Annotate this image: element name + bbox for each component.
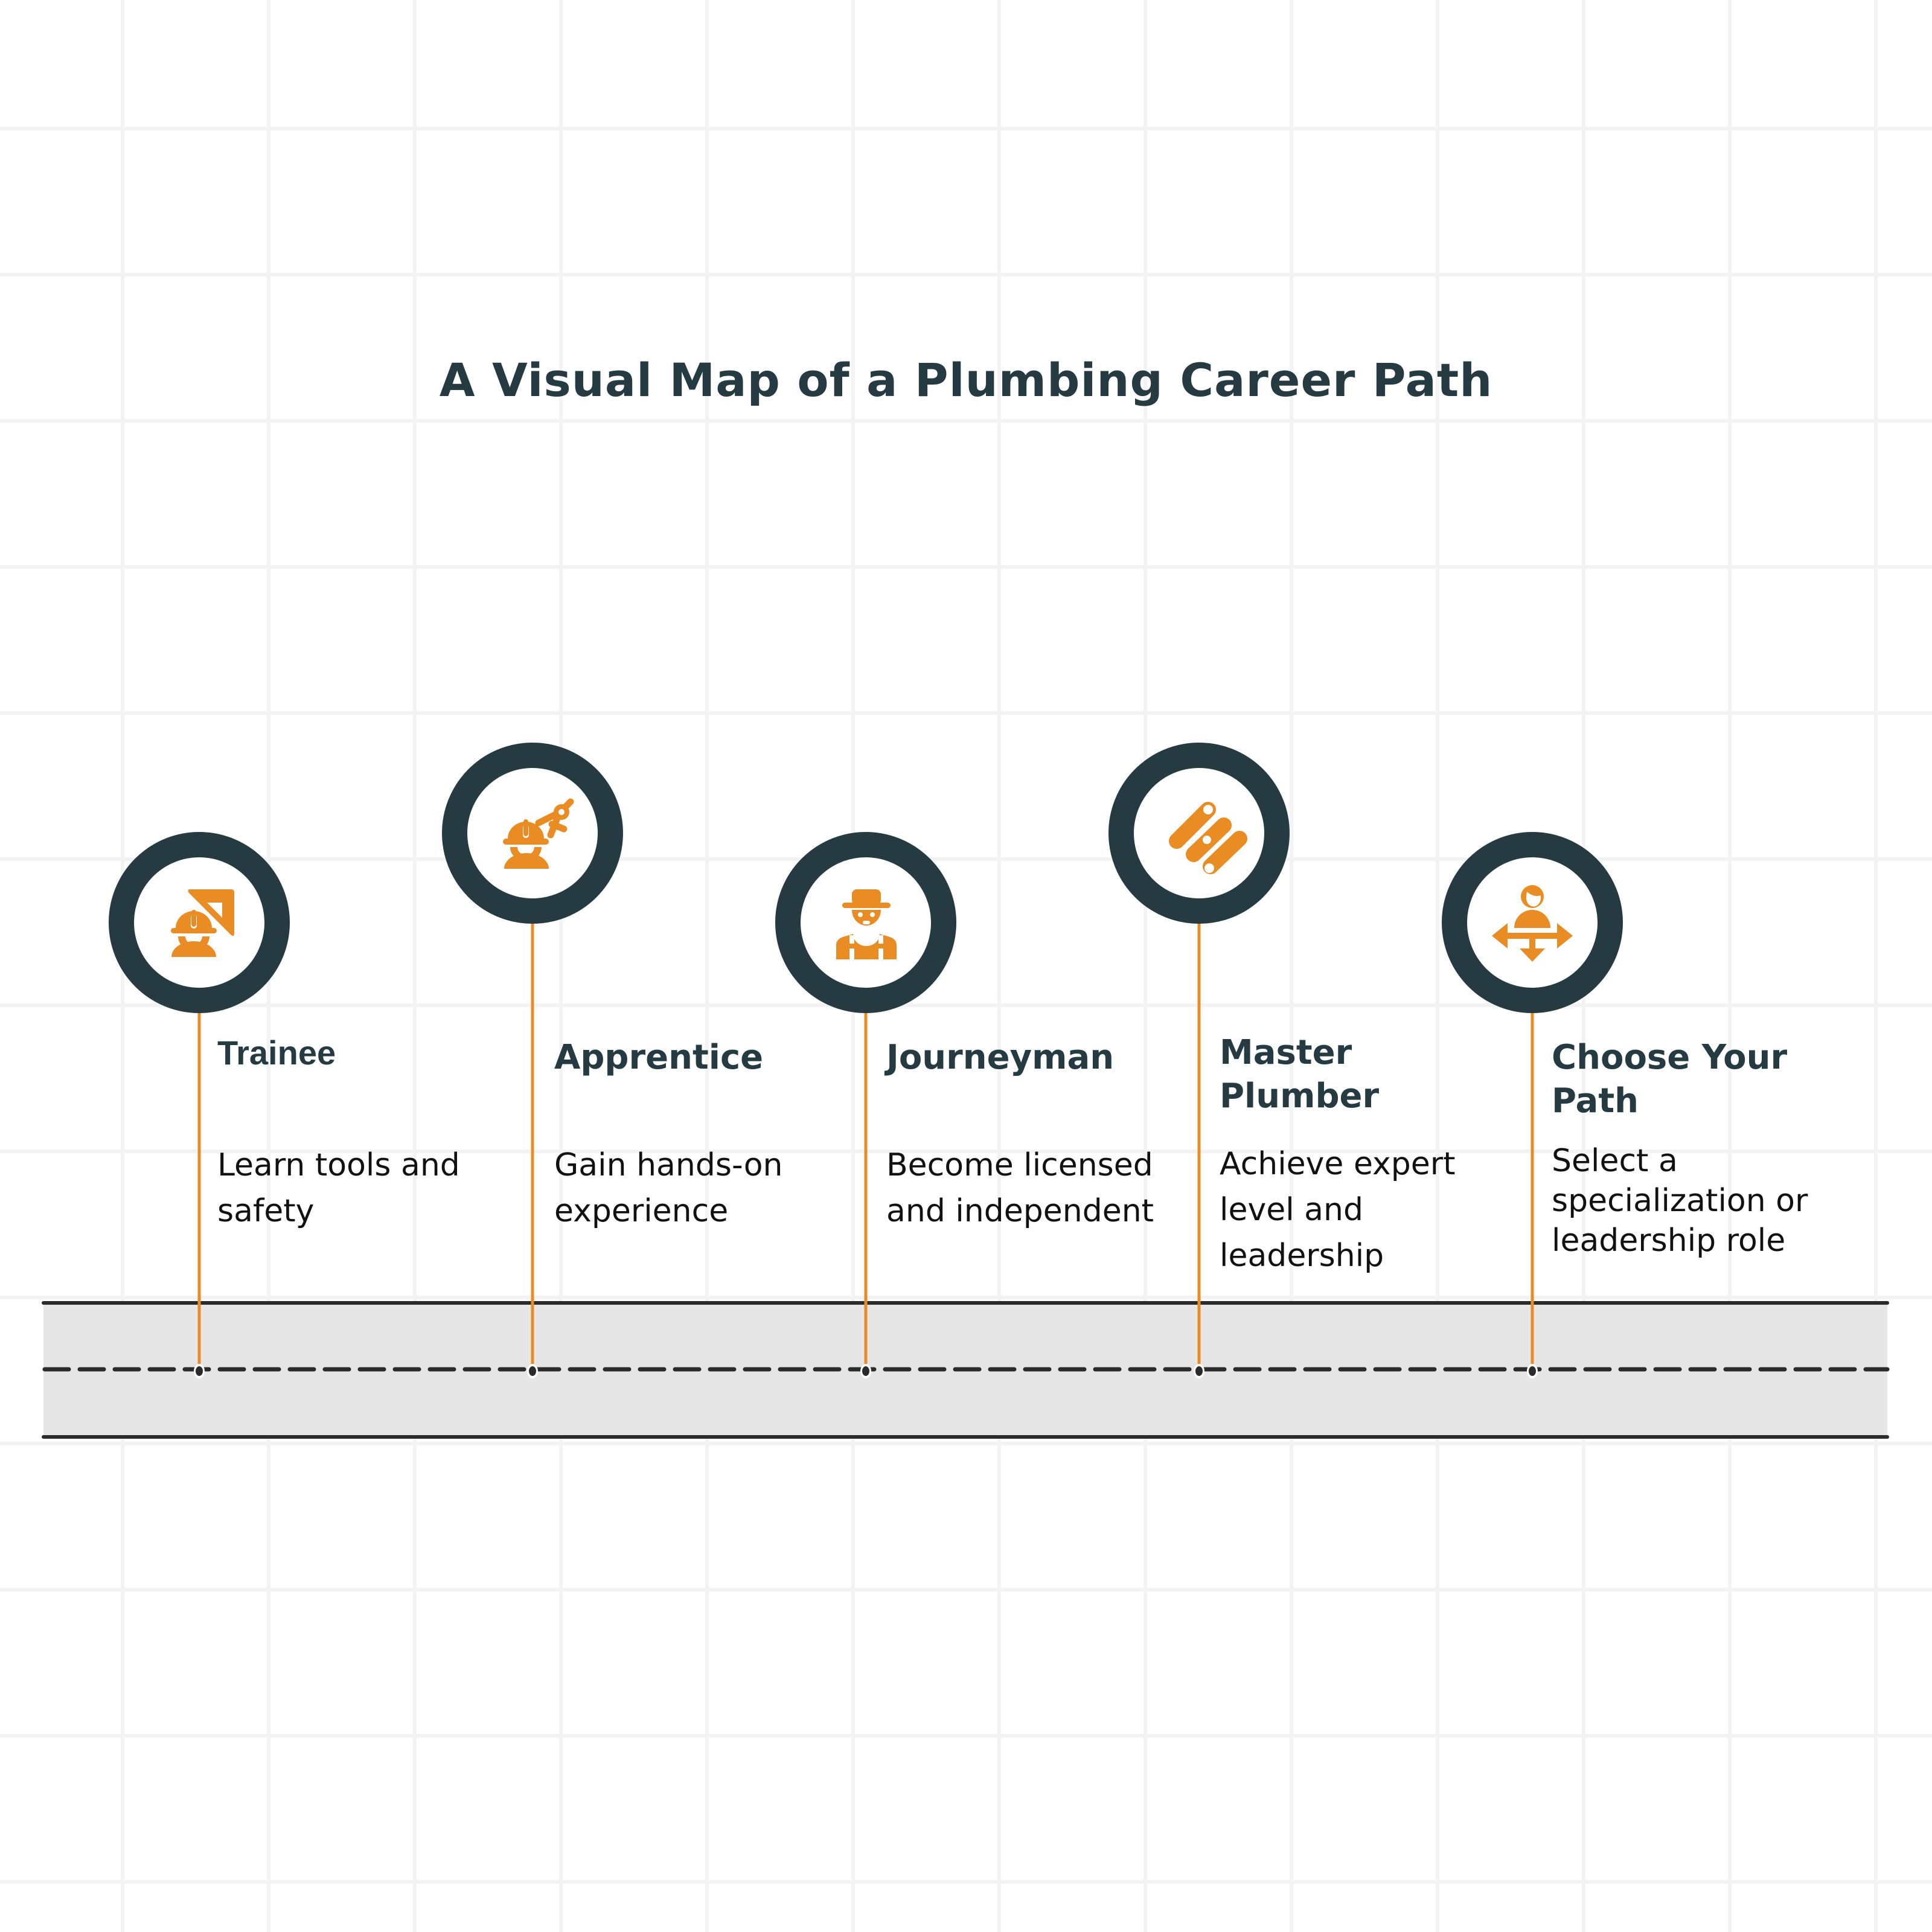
worker-with-compass-icon — [503, 798, 574, 869]
stage-road-marker — [196, 1366, 203, 1376]
milestone-master-plumber — [1108, 743, 1290, 924]
page-title: A Visual Map of a Plumbing Career Path — [439, 353, 1493, 407]
stage-road-marker — [529, 1366, 536, 1376]
stage-title-choose-your-path: Choose Your Path — [1552, 1036, 1787, 1123]
description-line: Become licensed — [886, 1147, 1153, 1183]
description-line: Select a — [1552, 1143, 1678, 1179]
stage-description-choose-your-path: Select a specialization or leadership ro… — [1552, 1141, 1808, 1261]
milestone-trainee — [109, 832, 290, 1013]
title-line: Master — [1220, 1033, 1352, 1072]
description-line: Gain hands-on — [554, 1147, 783, 1183]
description-line: leadership role — [1552, 1223, 1786, 1259]
description-line: leadership — [1220, 1238, 1384, 1274]
description-line: and independent — [886, 1193, 1154, 1229]
milestone-choose-your-path — [1442, 832, 1623, 1013]
stage-title-apprentice: Apprentice — [554, 1038, 764, 1077]
description-line: Learn tools and — [217, 1147, 460, 1183]
description-line: level and — [1220, 1192, 1364, 1228]
title-line: Path — [1552, 1081, 1639, 1121]
title-line: Plumber — [1220, 1076, 1380, 1116]
stage-road-marker — [862, 1366, 869, 1376]
worker-with-hat-icon — [836, 889, 897, 959]
worker-with-set-square-icon — [171, 889, 234, 957]
milestone-apprentice — [442, 743, 623, 924]
stage-description-apprentice: Gain hands-on experience — [554, 1142, 782, 1234]
description-line: specialization or — [1552, 1183, 1808, 1219]
stage-description-journeyman: Become licensed and independent — [886, 1142, 1154, 1234]
stage-description-master-plumber: Achieve expert level and leadership — [1220, 1141, 1456, 1279]
stage-description-trainee: Learn tools and safety — [217, 1142, 460, 1234]
stage-road-marker — [1195, 1366, 1203, 1376]
description-line: safety — [217, 1193, 315, 1229]
stage-title-trainee: Trainee — [217, 1034, 336, 1072]
pipes-icon — [1169, 802, 1247, 874]
description-line: Achieve expert — [1220, 1146, 1456, 1182]
milestone-journeyman — [775, 832, 956, 1013]
description-line: experience — [554, 1193, 729, 1229]
title-line: Choose Your — [1552, 1038, 1788, 1077]
stage-title-master-plumber: Master Plumber — [1220, 1031, 1379, 1118]
person-directions-icon — [1492, 885, 1573, 962]
stage-road-marker — [1529, 1366, 1536, 1376]
stage-title-journeyman: Journeyman — [886, 1038, 1115, 1077]
